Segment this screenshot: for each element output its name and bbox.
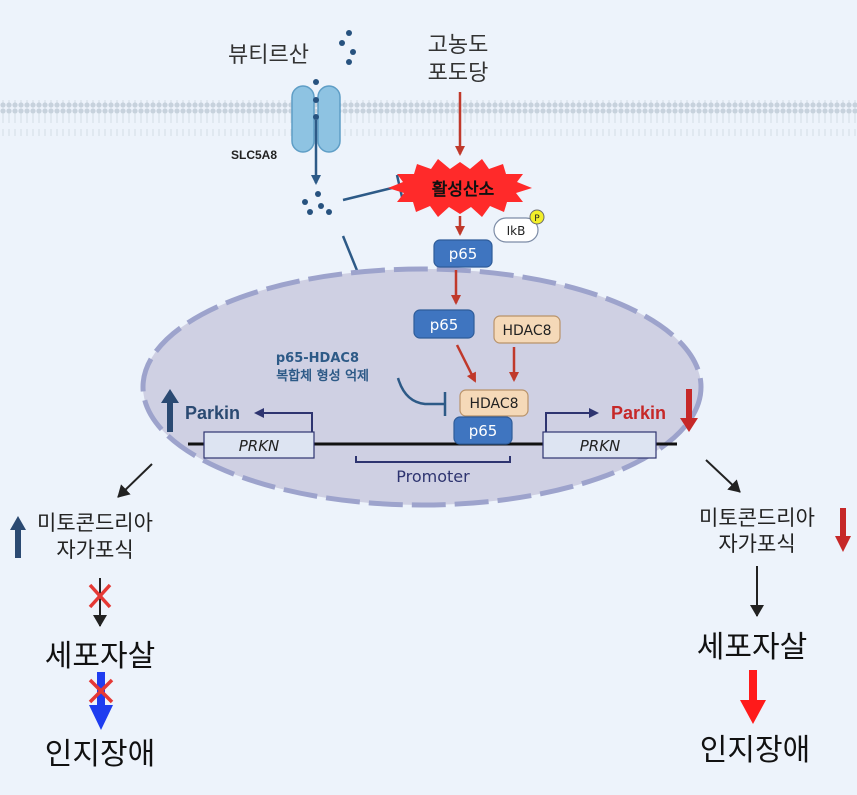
parkin-right-label: Parkin: [611, 403, 666, 423]
right-mitophagy-line2: 자가포식: [718, 532, 795, 556]
left-blue-down-arrow: [89, 672, 113, 730]
right-mitophagy-down-arrow: [835, 508, 851, 552]
left-apoptosis-label: 세포자살: [45, 639, 155, 674]
prkn-gene-right: PRKN: [542, 431, 657, 459]
ikb-protein: IkB P: [493, 209, 545, 243]
p65-nucleus: p65: [413, 309, 475, 339]
parkin-up-arrow: [161, 389, 179, 432]
right-apoptosis-label: 세포자살: [697, 630, 807, 665]
p65-complex: p65: [453, 416, 513, 445]
p65-complex-label: p65: [469, 422, 498, 440]
hdac8-free-label: HDAC8: [502, 323, 551, 339]
right-outcome-arrow: [705, 459, 741, 493]
left-blocked-cross-1: [88, 583, 112, 609]
prkn-right-label: PRKN: [580, 437, 621, 455]
left-outcome-arrow: [117, 463, 153, 498]
promoter-label: Promoter: [396, 467, 470, 486]
promoter-bracket: [355, 456, 511, 463]
parkin-down-arrow: [680, 389, 698, 432]
cell-membrane: [0, 100, 857, 136]
left-tss-arrow: [254, 408, 313, 432]
right-cognitive-label: 인지장애: [700, 733, 810, 768]
right-tss-arrow: [545, 408, 599, 432]
ros-label: 활성산소: [432, 179, 495, 200]
complex-inhibition: [396, 377, 447, 416]
phospho-label: P: [534, 214, 540, 224]
hdac8-free: HDAC8: [493, 315, 561, 344]
left-cognitive-label: 인지장애: [45, 737, 155, 772]
right-red-down-arrow: [740, 670, 766, 724]
left-mitophagy-line2: 자가포식: [56, 538, 133, 562]
hdac8-complex-label: HDAC8: [469, 396, 518, 412]
p65-nucleus-label: p65: [430, 316, 459, 334]
inhibition-label-line1: p65-HDAC8: [276, 351, 359, 366]
p65-to-complex-arrow: [455, 344, 477, 383]
prkn-left-label: PRKN: [239, 437, 280, 455]
p65-cytoplasm: p65: [433, 239, 493, 268]
transporter-label: SLC5A8: [231, 148, 277, 162]
nuclear-envelope: [140, 266, 704, 508]
inhibition-label-line2: 복합체 형성 억제: [276, 368, 369, 384]
prkn-gene-left: PRKN: [203, 431, 315, 459]
left-mitophagy-line1: 미토콘드리아: [37, 511, 153, 535]
high-glucose-label-line1: 고농도: [428, 33, 489, 58]
left-blocked-cross-2: [88, 678, 114, 704]
right-mitophagy-line1: 미토콘드리아: [699, 506, 815, 530]
butyrate-label: 뷰티르산: [228, 43, 309, 68]
parkin-left-label: Parkin: [185, 403, 240, 423]
p65-cytoplasm-label: p65: [449, 245, 478, 263]
hdac8-complex: HDAC8: [459, 389, 529, 417]
ikb-label: IkB: [507, 224, 526, 238]
slc5a8-transporter: [291, 85, 341, 153]
high-glucose-label-line2: 포도당: [428, 61, 489, 86]
left-mitophagy-up-arrow: [10, 516, 26, 558]
ros-burst: [388, 159, 532, 217]
